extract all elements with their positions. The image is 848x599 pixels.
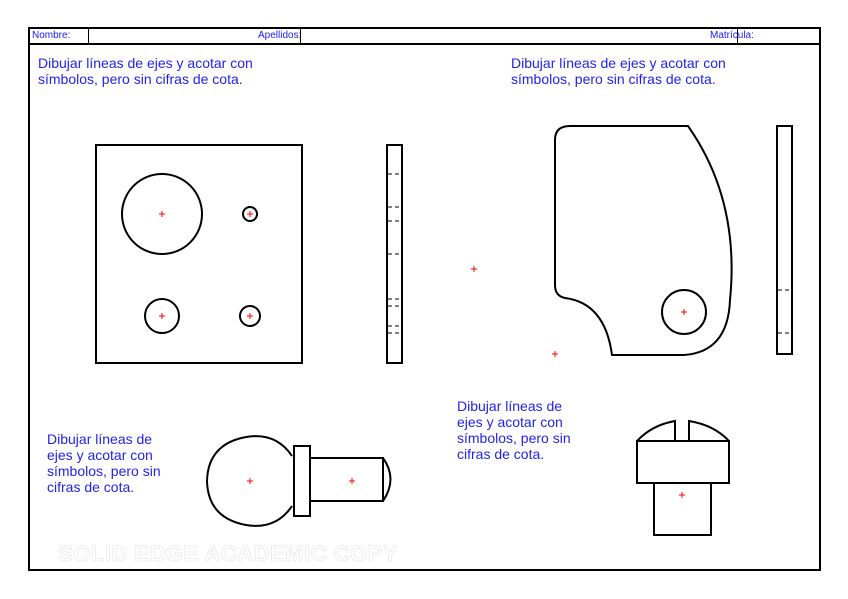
matricula-label: Matrícula: [710, 30, 754, 41]
instruction-note-top-right: Dibujar líneas de ejes y acotar con símb… [511, 55, 726, 87]
instruction-note-top-left: Dibujar líneas de ejes y acotar con símb… [38, 55, 253, 87]
nombre-field[interactable] [88, 29, 258, 43]
apellidos-field[interactable] [300, 29, 710, 43]
apellidos-label: Apellidos: [258, 30, 302, 41]
instruction-note-bottom-right: Dibujar líneas de ejes y acotar con símb… [457, 398, 571, 462]
instruction-note-bottom-left: Dibujar líneas de ejes y acotar con símb… [47, 431, 161, 495]
nombre-label: Nombre: [32, 30, 71, 41]
watermark: SOLID EDGE ACADEMIC COPY [58, 541, 398, 567]
matricula-field[interactable] [737, 29, 821, 43]
title-block-header: Nombre: Apellidos: Matrícula: [30, 29, 819, 45]
